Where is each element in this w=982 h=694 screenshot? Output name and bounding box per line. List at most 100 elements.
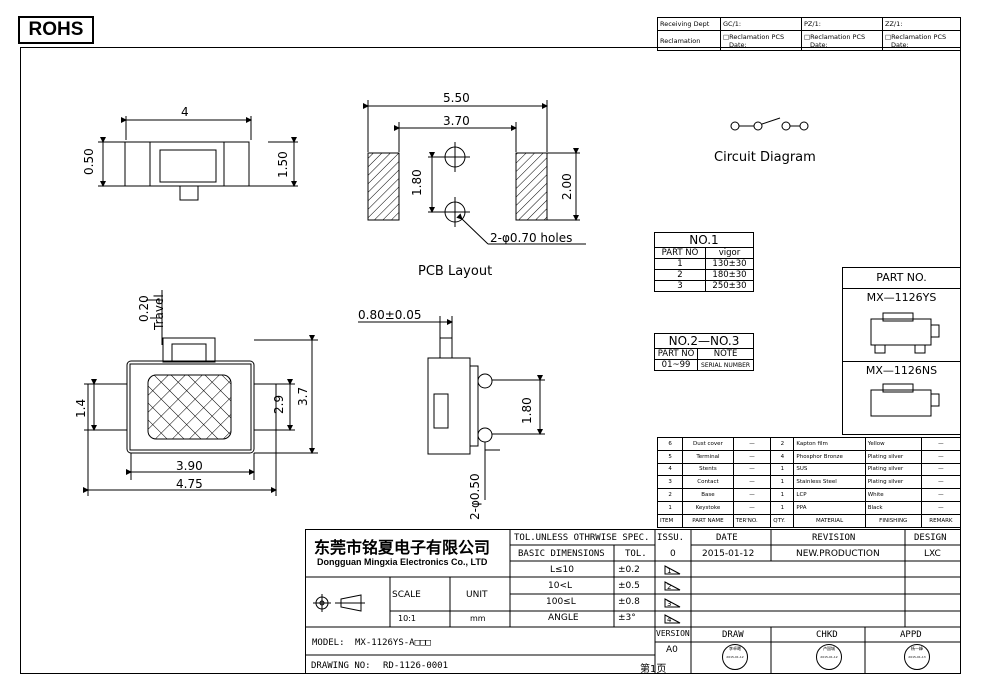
bom-cell: — [732, 500, 772, 515]
bom-cell: 4 [770, 449, 795, 464]
part-no-1: MX—1126YS [866, 291, 937, 304]
dim-pcb-h1: 1.80 [410, 169, 424, 196]
circuit-diagram-label: Circuit Diagram [714, 150, 816, 165]
dim-travel-label: Travel [152, 294, 166, 330]
scale-label: SCALE [392, 590, 421, 600]
bom-cell: Stainless Steel [793, 475, 866, 490]
part-1-drawing [870, 312, 940, 354]
reclamation-date: Date: [891, 40, 909, 49]
title-block-grid [305, 529, 961, 674]
bom-cell: Plating silver [864, 449, 922, 464]
stamp-date: 2015-01-13 [908, 655, 926, 659]
version-label: VERSION [656, 629, 690, 638]
tol-range: 100≤L [546, 597, 576, 607]
page-number: 第1页 [640, 664, 667, 675]
tol-value: ±0.5 [618, 581, 640, 591]
rev-issue-4: 4 [667, 616, 672, 624]
stamp-name: 杨一峰 [911, 646, 923, 651]
bom-header: REMARK [920, 513, 962, 528]
rev-header-date: DATE [716, 533, 738, 543]
reclamation-text: □Reclamation PCS [723, 32, 785, 41]
bom-cell: White [864, 488, 922, 502]
chkd-label: CHKD [816, 630, 838, 640]
no1-cell: 130±30 [705, 258, 754, 270]
dim-side-width: 4 [181, 105, 189, 119]
dim-pcb-holes: 2-φ0.70 holes [490, 231, 573, 245]
no1-title: NO.1 [654, 232, 754, 248]
dim-top-h3: 3.7 [296, 386, 310, 406]
bom-cell: 1 [770, 475, 795, 490]
tol-h2: TOL. [625, 549, 647, 559]
pcb-layout-view [363, 100, 586, 245]
no23-header: NOTE [697, 348, 754, 360]
drawing-no-value: RD-1126-0001 [383, 661, 449, 671]
bom-header: TER'NO. [732, 513, 772, 528]
no1-header: vigor [705, 247, 754, 259]
dim-pcb-w2: 3.70 [443, 114, 470, 128]
rev-design: LXC [924, 549, 941, 559]
dim-pcb-h2: 2.00 [560, 173, 574, 200]
bom-cell: 1 [656, 500, 684, 515]
bom-header: MATERIAL [793, 513, 866, 528]
bom-cell: 3 [656, 475, 684, 490]
bom-cell: PPA [793, 500, 866, 515]
bom-cell: — [732, 437, 772, 451]
bom-cell: Contact [682, 475, 734, 490]
bom-cell: — [920, 475, 962, 490]
no1-cell: 3 [654, 280, 706, 292]
part-no-2: MX—1126NS [843, 361, 960, 380]
bom-cell: — [732, 449, 772, 464]
dim-side-h1: 0.50 [82, 148, 96, 175]
dim-top-w1: 3.90 [176, 459, 203, 473]
no1-cell: 250±30 [705, 280, 754, 292]
stamp-chkd: 卢国城 2015-01-12 [816, 644, 842, 670]
tol-title: TOL.UNLESS OTHRWISE SPEC. [514, 533, 650, 543]
bom-cell: SUS [793, 462, 866, 477]
dim-top-h2: 2.9 [272, 394, 286, 414]
bom-cell: Kapton film [793, 437, 866, 451]
unit-label: UNIT [466, 590, 488, 600]
dim-side2-pin: 2-φ0.50 [468, 473, 482, 520]
part-2-drawing [870, 383, 940, 417]
stamp-name: 卢国城 [823, 646, 835, 651]
bom-cell: Stents [682, 462, 734, 477]
no23-header: PART NO [653, 348, 699, 360]
model-label: MODEL: [312, 638, 345, 648]
bom-cell: Plating silver [864, 475, 922, 490]
bom-cell: Plating silver [864, 462, 922, 477]
bom-cell: Keystoke [682, 500, 734, 515]
bom-cell: 2 [656, 488, 684, 502]
reclamation-date: Date: [729, 40, 747, 49]
stamp-draw: 李卓曦 2015-01-12 [722, 644, 748, 670]
bom-cell: — [732, 475, 772, 490]
rev-issue-2: 2 [667, 583, 672, 591]
bom-cell: — [732, 488, 772, 502]
stamp-name: 李卓曦 [729, 646, 741, 651]
dim-top-h1: 1.4 [74, 398, 88, 418]
rev-issue-1: 1 [667, 567, 672, 575]
bom-cell: 1 [770, 500, 795, 515]
no1-header: PART NO [654, 247, 706, 259]
tol-value: ±0.2 [618, 565, 640, 575]
no23-title: NO.2—NO.3 [654, 333, 754, 349]
scale-value: 10:1 [398, 614, 416, 623]
bom-cell: Phosphor Bronze [793, 449, 866, 464]
tol-value: ±0.8 [618, 597, 640, 607]
drawing-no-label: DRAWING NO: [311, 661, 371, 671]
rev-header-issu: ISSU. [657, 533, 685, 543]
bom-cell: Black [864, 500, 922, 515]
stamp-appd: 杨一峰 2015-01-13 [904, 644, 930, 670]
dim-top-w2: 4.75 [176, 477, 203, 491]
tol-range: ANGLE [548, 613, 579, 623]
rev-issue-0: 0 [670, 549, 676, 559]
company-cn: 东莞市铭夏电子有限公司 [314, 538, 491, 557]
bom-cell: — [920, 449, 962, 464]
bom-cell: Base [682, 488, 734, 502]
bom-cell: Terminal [682, 449, 734, 464]
draw-label: DRAW [722, 630, 744, 640]
part-no-box: PART NO. MX—1126YS MX—1126NS [842, 267, 961, 435]
